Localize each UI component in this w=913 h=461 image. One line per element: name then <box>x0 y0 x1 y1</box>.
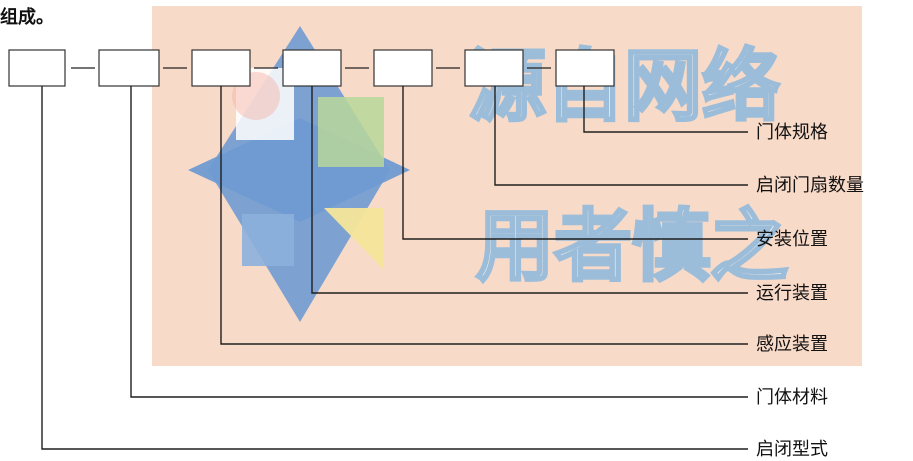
code-box-7 <box>555 49 615 87</box>
code-box-4 <box>282 49 342 87</box>
label-open-close-type: 启闭型式 <box>756 439 828 460</box>
leader-line-sensor-unit <box>220 86 748 345</box>
leader-line-door-material <box>130 86 748 398</box>
code-box-5 <box>373 49 433 87</box>
watermark-blue-square <box>242 214 294 266</box>
intro-text: 组成。 <box>0 6 54 28</box>
leader-line-door-spec <box>583 86 748 133</box>
leader-line-drive-unit <box>311 86 748 294</box>
leader-line-install-position <box>402 86 748 240</box>
label-leaf-count: 启闭门扇数量 <box>756 175 864 196</box>
code-box-2 <box>98 49 160 87</box>
label-drive-unit: 运行装置 <box>756 283 828 304</box>
watermark-yellow-triangle <box>324 208 384 270</box>
watermark-green-square <box>318 97 384 167</box>
label-door-material: 门体材料 <box>756 387 828 408</box>
labels-group: 门体规格 启闭门扇数量 安装位置 运行装置 感应装置 门体材料 启闭型式 <box>756 122 864 460</box>
code-box-6 <box>464 49 524 87</box>
code-format-row <box>8 49 615 87</box>
label-sensor-unit: 感应装置 <box>756 334 828 355</box>
code-box-3 <box>191 49 251 87</box>
label-door-spec: 门体规格 <box>756 122 828 143</box>
watermark-text-line2: 用者慎之 <box>476 202 788 292</box>
leader-lines <box>41 86 748 450</box>
label-install-position: 安装位置 <box>756 229 828 250</box>
leader-line-leaf-count <box>494 86 748 186</box>
code-box-1 <box>8 49 66 87</box>
leader-line-open-close-type <box>41 86 748 450</box>
